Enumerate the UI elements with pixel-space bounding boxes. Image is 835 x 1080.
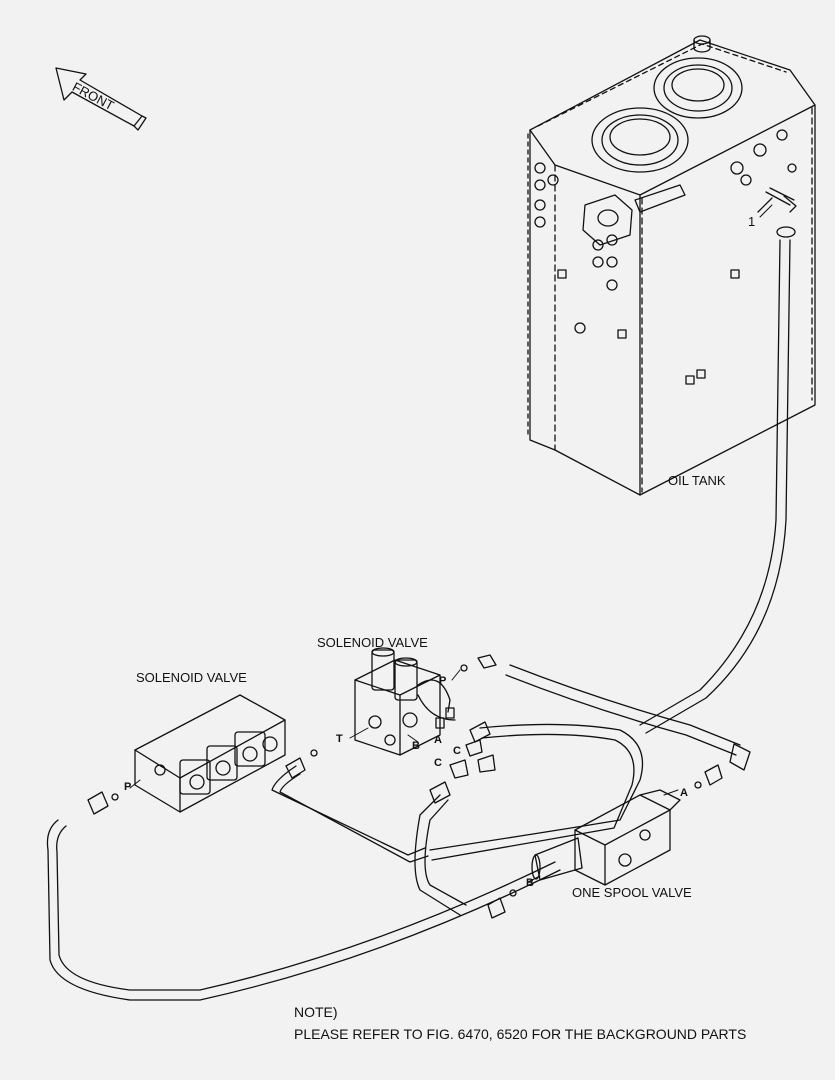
- port-t: T: [336, 733, 343, 745]
- port-p-upper: P: [439, 675, 447, 687]
- upper-solenoid-valve: [354, 647, 456, 756]
- one-spool-valve-label: ONE SPOOL VALVE: [572, 885, 692, 900]
- one-spool-valve: [531, 789, 681, 886]
- port-b-spool: B: [526, 877, 534, 889]
- port-p-left: P: [124, 781, 132, 793]
- port-c-2: C: [434, 757, 442, 769]
- port-b-solenoid: B: [412, 740, 420, 752]
- note-text: PLEASE REFER TO FIG. 6470, 6520 FOR THE …: [294, 1026, 747, 1042]
- upper-solenoid-valve-label: SOLENOID VALVE: [317, 635, 428, 650]
- item-1-callout: 1: [748, 214, 756, 229]
- leader-lines: [129, 204, 773, 883]
- oil-tank: [527, 35, 816, 496]
- pressure-hose-upper: [460, 654, 751, 771]
- front-arrow-icon: [55, 67, 147, 131]
- port-a-spool: A: [680, 787, 688, 799]
- fittings: [87, 721, 723, 919]
- left-solenoid-valve-label: SOLENOID VALVE: [136, 670, 247, 685]
- left-solenoid-valve: [134, 694, 286, 813]
- hose-network: [46, 723, 644, 1001]
- port-a-solenoid: A: [434, 734, 442, 746]
- oil-tank-label: OIL TANK: [668, 473, 726, 488]
- tank-return-hose: [639, 226, 796, 734]
- port-c-1: C: [453, 745, 461, 757]
- note-heading: NOTE): [294, 1004, 338, 1020]
